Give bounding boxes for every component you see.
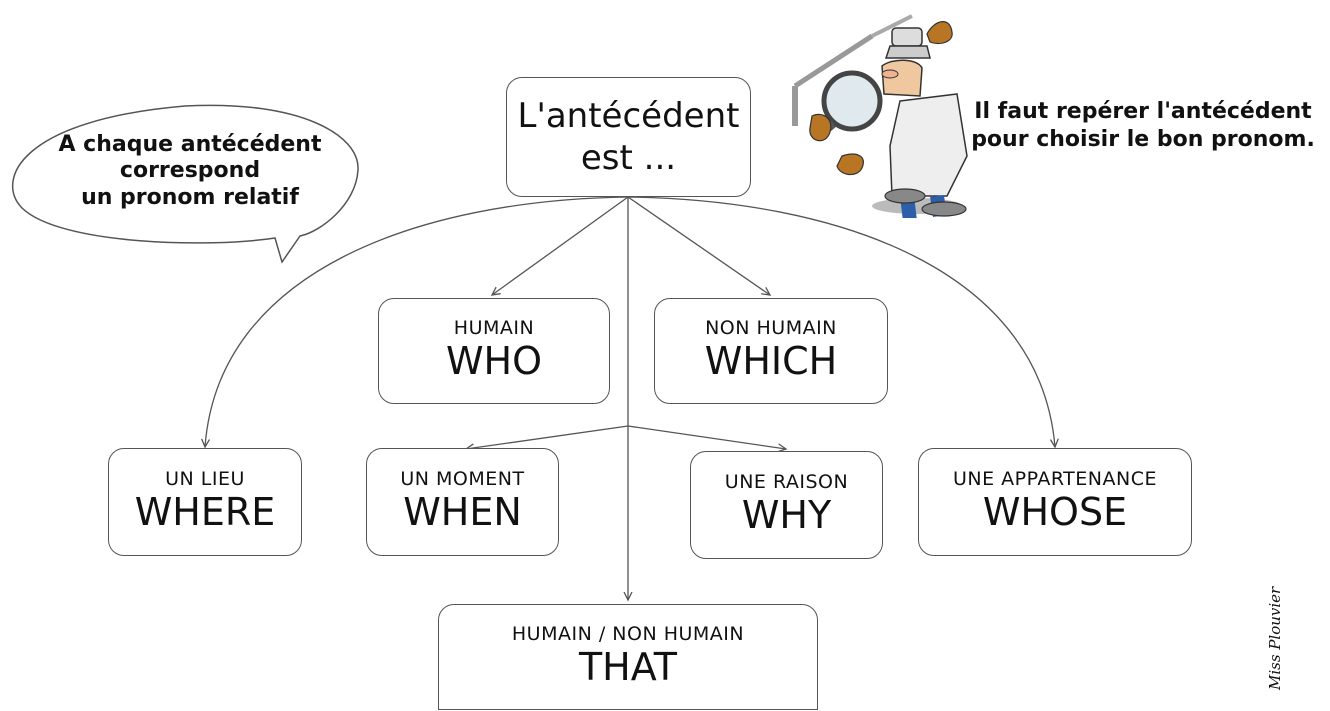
tip-line-2: pour choisir le bon pronom.: [971, 126, 1315, 152]
node-whose-category: UNE APPARTENANCE: [953, 467, 1157, 490]
arrow-to-who: [492, 196, 629, 295]
node-why-pronoun: WHY: [741, 492, 832, 537]
arrow-to-whose: [627, 196, 1055, 447]
arrow-to-where: [205, 196, 629, 447]
node-which-pronoun: WHICH: [704, 338, 838, 383]
node-when-category: UN MOMENT: [400, 467, 525, 490]
node-which: NON HUMAIN WHICH: [654, 298, 888, 404]
tip-text: Il faut repérer l'antécédent pour choisi…: [968, 98, 1318, 153]
speech-bubble-shape: [11, 104, 359, 264]
node-which-category: NON HUMAIN: [705, 316, 837, 339]
bubble-line-2: correspond: [119, 158, 261, 184]
node-where-pronoun: WHERE: [134, 489, 276, 534]
arrow-to-why: [627, 425, 786, 449]
node-when-pronoun: WHEN: [403, 489, 522, 534]
node-who: HUMAIN WHO: [378, 298, 610, 404]
tip-line-1: Il faut repérer l'antécédent: [974, 99, 1312, 124]
arrow-to-which: [627, 196, 770, 295]
speech-bubble-text: A chaque antécédent correspond un pronom…: [20, 132, 360, 211]
node-that-pronoun: THAT: [578, 644, 678, 689]
node-that: HUMAIN / NON HUMAIN THAT: [438, 604, 818, 710]
node-whose: UNE APPARTENANCE WHOSE: [918, 448, 1192, 556]
arrow-to-when: [466, 425, 629, 449]
root-node: L'antécédent est ...: [506, 77, 751, 197]
root-line-2: est ...: [580, 138, 677, 178]
signature: Miss Plouvier: [1266, 586, 1284, 690]
node-where: UN LIEU WHERE: [108, 448, 302, 556]
node-who-pronoun: WHO: [445, 338, 543, 383]
bubble-line-1: A chaque antécédent: [58, 132, 322, 157]
node-where-category: UN LIEU: [165, 467, 245, 490]
root-line-1: L'antécédent: [517, 95, 740, 136]
bubble-line-3: un pronom relatif: [81, 184, 299, 210]
node-who-category: HUMAIN: [453, 316, 535, 339]
node-why-category: UNE RAISON: [724, 470, 849, 493]
node-when: UN MOMENT WHEN: [366, 448, 559, 556]
node-that-category: HUMAIN / NON HUMAIN: [511, 622, 745, 645]
detective-illustration: [792, 14, 968, 218]
node-why: UNE RAISON WHY: [690, 451, 883, 559]
node-whose-pronoun: WHOSE: [982, 489, 1128, 534]
